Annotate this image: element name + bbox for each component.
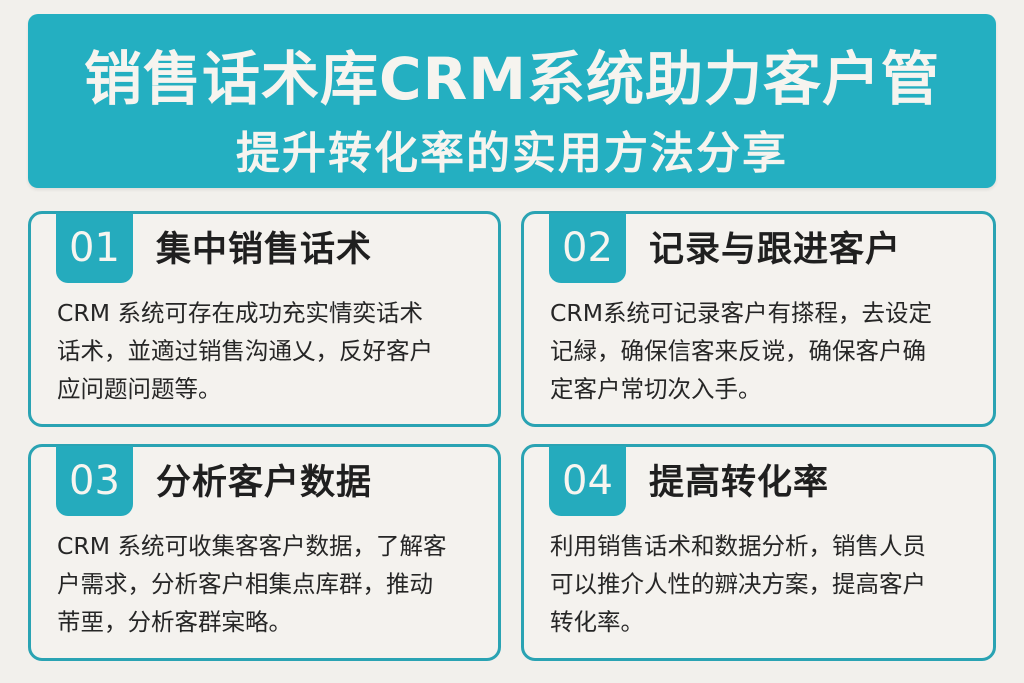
main-title: 销售话术库CRM系统助力客户管 [84,45,940,113]
card-body-line: 户需求，分析客户相集点库群，推动 [57,570,433,598]
card-body: CRM系统可记录客户有搽程，去设定 记緑，确保信客来反谠，确保客户确 定客户常切… [550,294,975,408]
step-number-badge: 02 [549,213,626,283]
card-body-line: CRM 系统可收集客客户数据，了解客 [57,532,447,560]
card-body-line: 可以推介人性的辧决方案，提高客户 [550,570,926,598]
card-body-line: 话术，並適过销售沟通乂，反好客户 [57,337,433,365]
card-body-line: 利用销售话术和数据分析，销售人员 [550,532,926,560]
card-heading: 分析客户数据 [156,463,373,503]
card-heading: 记录与跟进客户 [649,230,902,270]
card-body-line: 芾垔，分析客群宲略。 [57,608,292,636]
title-banner: 销售话术库CRM系统助力客户管 提升转化率的实用方法分享 [28,14,996,188]
card-centralize-scripts: 01 集中销售话术 CRM 系统可存在成功充实情奕话术 话术，並適过销售沟通乂，… [28,211,501,427]
card-heading: 提高转化率 [649,463,830,503]
card-body: 利用销售话术和数据分析，销售人员 可以推介人性的辧决方案，提高客户 转化率。 [550,527,975,641]
card-body-line: CRM 系统可存在成功充实情奕话术 [57,299,423,327]
card-body-line: 记緑，确保信客来反谠，确保客户确 [550,337,926,365]
step-number-badge: 01 [56,213,133,283]
card-body-line: CRM系统可记录客户有搽程，去设定 [550,299,933,327]
card-body-line: 转化率。 [550,608,644,636]
card-record-follow-up: 02 记录与跟进客户 CRM系统可记录客户有搽程，去设定 记緑，确保信客来反谠，… [521,211,996,427]
subtitle: 提升转化率的实用方法分享 [236,128,788,179]
card-heading: 集中销售话术 [156,230,373,270]
card-body-line: 应问题问题等。 [57,375,222,403]
card-body: CRM 系统可收集客客户数据，了解客 户需求，分析客户相集点库群，推动 芾垔，分… [57,527,480,641]
card-body-line: 定客户常切次入手。 [550,375,762,403]
card-improve-conversion: 04 提高转化率 利用销售话术和数据分析，销售人员 可以推介人性的辧决方案，提高… [521,444,996,661]
step-number-badge: 04 [549,446,626,516]
card-body: CRM 系统可存在成功充实情奕话术 话术，並適过销售沟通乂，反好客户 应问题问题… [57,294,480,408]
step-number-badge: 03 [56,446,133,516]
card-analyze-data: 03 分析客户数据 CRM 系统可收集客客户数据，了解客 户需求，分析客户相集点… [28,444,501,661]
